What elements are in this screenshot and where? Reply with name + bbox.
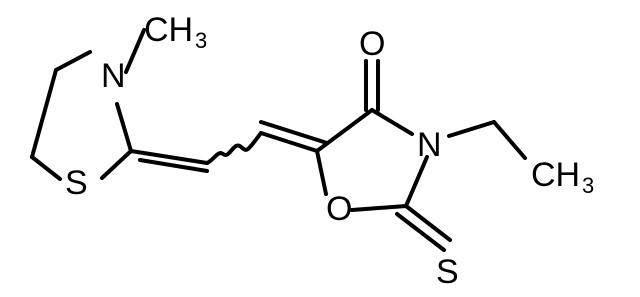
bond-double-right-inner [259, 120, 329, 145]
atom-label-s-thione: S [436, 253, 459, 291]
thiazolidine-ring [30, 50, 133, 181]
methyl-subscript-left: 3 [195, 28, 207, 53]
bond-o1-c5 [315, 149, 328, 196]
bond-n-c-left [54, 50, 92, 72]
bond-c-s [30, 155, 62, 181]
atom-label-s-ring-left: S [65, 164, 88, 202]
bond-c2-n [115, 102, 133, 153]
methyl-label-left: CH [144, 11, 193, 49]
bond-c2-o1 [350, 204, 408, 212]
bond-n-methyl [124, 28, 146, 74]
ethyl-group [447, 120, 527, 160]
bond-thione-a [404, 204, 452, 242]
atom-label-n-ring-right: N [417, 126, 442, 164]
bond-thione-b [395, 212, 446, 252]
ethyl-methyl-label: CH [531, 156, 580, 194]
exocyclic-double-bond-left [129, 149, 209, 173]
atom-label-o-ring: O [326, 190, 352, 228]
bond-c5-c4 [315, 108, 374, 153]
bond-c4-n3 [370, 108, 414, 136]
thiocarbonyl-double-bond [395, 204, 452, 252]
oxazolidine-ring [315, 108, 429, 212]
ethyl-methyl-subscript: 3 [582, 173, 594, 198]
exocyclic-double-bond-right [259, 120, 329, 153]
bond-double-right-outer [259, 131, 319, 153]
bond-double-inner [138, 158, 209, 173]
bond-ring-left [30, 68, 58, 159]
carbonyl-double-bond [364, 59, 380, 112]
bond-double-outer [129, 149, 209, 165]
bond-s-c2 [100, 149, 133, 180]
atom-label-n-methyl-left: N [101, 57, 126, 95]
bond-n-ethyl-ch2 [447, 120, 496, 138]
bond-ethyl-ch3 [492, 120, 527, 160]
bond-n3-c2 [404, 155, 429, 208]
atom-label-o-carbonyl: O [359, 25, 385, 63]
wavy-bond [205, 131, 263, 165]
